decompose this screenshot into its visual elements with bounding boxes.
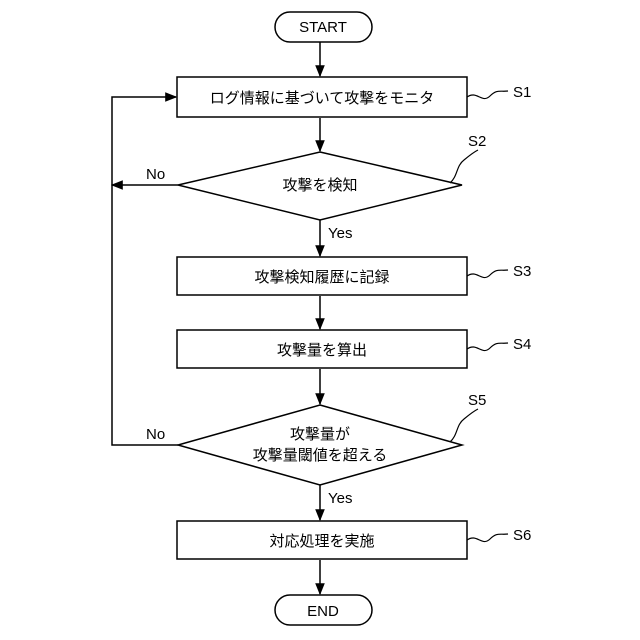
s4-step-label: S4 — [513, 336, 531, 353]
s1-step-label: S1 — [513, 84, 531, 101]
s2-leader — [450, 150, 478, 183]
s4-leader — [467, 343, 508, 351]
s6-step-label: S6 — [513, 527, 531, 544]
s6-leader — [467, 534, 508, 542]
s2-step-label: S2 — [468, 133, 486, 150]
s5-yes-label: Yes — [328, 490, 352, 507]
s1-leader — [467, 91, 508, 99]
decision-s5 — [178, 405, 462, 485]
s2-no-label: No — [146, 166, 165, 183]
step-s3-text: 攻撃検知履歴に記録 — [254, 268, 389, 286]
s5-no-label: No — [146, 426, 165, 443]
step-s1-text: ログ情報に基づいて攻撃をモニタ — [210, 89, 435, 107]
decision-s2-text: 攻撃を検知 — [282, 176, 357, 194]
step-s6-text: 対応処理を実施 — [269, 532, 374, 550]
decision-s5-text-line2: 攻撃量閾値を超える — [253, 446, 388, 464]
end-label: END — [307, 603, 339, 620]
edge-s5-no-loop — [112, 97, 178, 445]
decision-s5-text-line1: 攻撃量が — [290, 425, 350, 443]
start-label: START — [299, 19, 347, 36]
s3-step-label: S3 — [513, 263, 531, 280]
s3-leader — [467, 270, 508, 278]
s5-leader — [450, 409, 478, 442]
s2-yes-label: Yes — [328, 225, 352, 242]
step-s4-text: 攻撃量を算出 — [277, 341, 367, 359]
s5-step-label: S5 — [468, 392, 486, 409]
